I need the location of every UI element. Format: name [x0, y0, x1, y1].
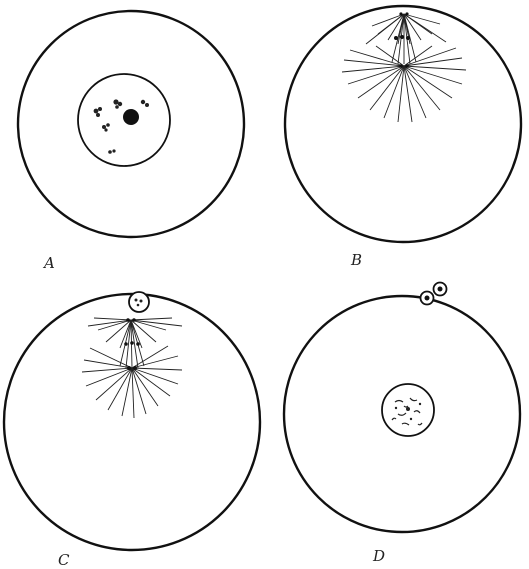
- egg-cell-c: [4, 294, 260, 550]
- panel-c-label: C: [58, 553, 69, 568]
- panel-b: [285, 6, 521, 242]
- egg-cell-d: [284, 296, 520, 532]
- pronucleus-chromatin: [392, 398, 422, 425]
- panel-b-label: B: [351, 253, 362, 268]
- panel-d-label: D: [373, 549, 385, 564]
- chromosome-clumps-a: [94, 99, 149, 153]
- egg-cell-b: [285, 6, 521, 242]
- spindle-c: [82, 318, 182, 418]
- pronucleus-granules: [395, 403, 421, 420]
- panel-a-label: A: [44, 256, 55, 271]
- panel-c: [4, 292, 260, 550]
- polar-bodies-d: [421, 283, 447, 305]
- nucleolus: [123, 109, 139, 125]
- polar-body-c: [129, 292, 149, 312]
- spindle-b: [342, 14, 466, 122]
- panel-d: [284, 283, 520, 533]
- panel-a: [18, 11, 244, 237]
